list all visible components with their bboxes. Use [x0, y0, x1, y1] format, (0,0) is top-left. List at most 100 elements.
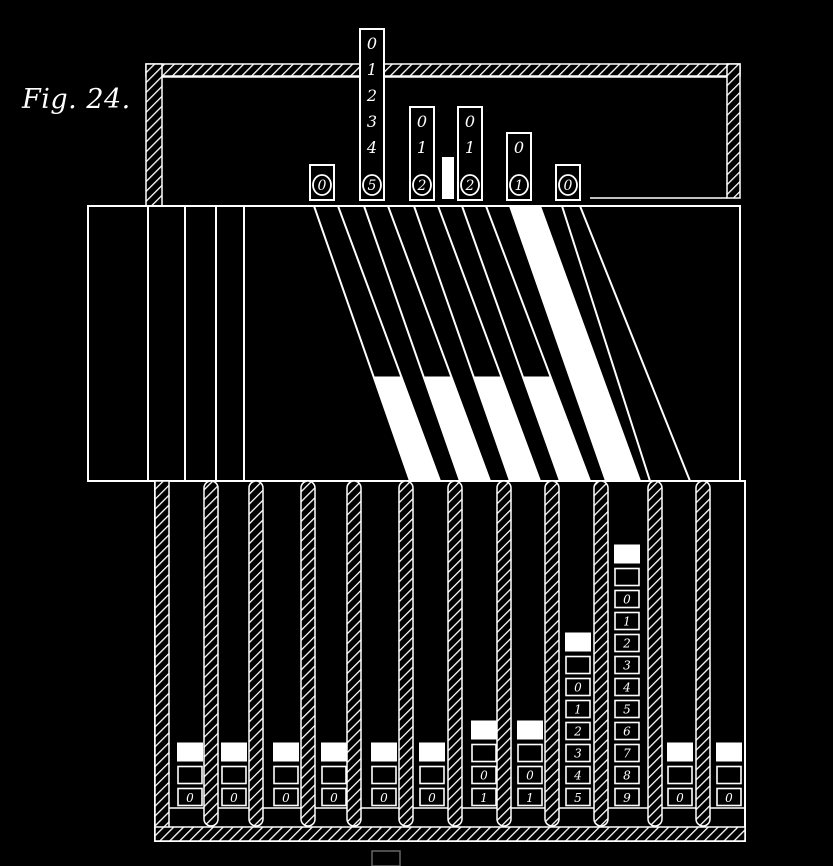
top-housing: [145, 63, 741, 207]
result-digit: 0: [564, 178, 573, 194]
slide-key: [667, 742, 693, 762]
column-digit: 1: [574, 703, 582, 717]
column-digit: 3: [623, 659, 631, 673]
slide-key: [565, 632, 591, 652]
bottom-digit: 0: [186, 791, 194, 805]
empty-box: [321, 765, 347, 785]
empty-box: [177, 765, 203, 785]
digit-box: [565, 699, 591, 719]
empty-box: [667, 765, 693, 785]
column-digit: 0: [526, 769, 534, 783]
column-digit: 7: [623, 747, 631, 761]
slide-key: [273, 742, 299, 762]
digit-box: [614, 787, 640, 807]
empty-box: [517, 743, 543, 763]
bottom-digit: 0: [428, 791, 436, 805]
keyboard-column: 10: [471, 720, 497, 807]
column-digit: 8: [623, 769, 631, 783]
bottom-digit: 0: [725, 791, 733, 805]
result-digit-ring: [362, 174, 382, 196]
digit-box: [565, 721, 591, 741]
slide-key: [517, 720, 543, 740]
column-digit: 1: [623, 615, 631, 629]
bottom-digit: 0: [380, 791, 388, 805]
column-digit: 0: [480, 769, 488, 783]
linkage-fill: [423, 376, 490, 481]
digit-box: [565, 743, 591, 763]
display-digit: 0: [465, 112, 475, 131]
digit-box: [614, 743, 640, 763]
slide-divider: [647, 480, 663, 827]
digit-box: [614, 589, 640, 609]
slide-key: [321, 742, 347, 762]
bottom-digit: 1: [526, 791, 534, 805]
keyboard-column: 0: [221, 742, 247, 807]
slide-key: [177, 742, 203, 762]
bottom-digit: 1: [480, 791, 488, 805]
display-column: 0: [555, 164, 581, 201]
empty-box: [565, 655, 591, 675]
slide-divider: [447, 480, 463, 827]
column-digit: 2: [622, 637, 631, 651]
digit-box: [614, 699, 640, 719]
digit-box: [177, 787, 203, 807]
bottom-digit: 0: [230, 791, 238, 805]
slide-divider: [203, 480, 219, 827]
display-digit: 0: [514, 138, 524, 157]
column-digit: 0: [574, 681, 582, 695]
digit-box: [565, 787, 591, 807]
digit-box: [273, 787, 299, 807]
slide-divider: [398, 480, 414, 827]
slide-divider: [346, 480, 362, 827]
result-digit-ring: [460, 174, 480, 196]
result-digit-ring: [412, 174, 432, 196]
slide-divider: [544, 480, 560, 827]
linkage-fill: [510, 206, 640, 481]
empty-box: [471, 743, 497, 763]
keyboard-column: 0: [716, 742, 742, 807]
column-digit: 2: [573, 725, 582, 739]
digit-box: [614, 633, 640, 653]
digit-box: [565, 677, 591, 697]
column-digit: 4: [573, 769, 582, 783]
result-digit-ring: [312, 174, 332, 196]
display-digit: 1: [465, 138, 475, 157]
slide-divider: [300, 480, 316, 827]
keyboard-column: 0: [177, 742, 203, 807]
bottom-digit: 5: [574, 791, 582, 805]
digit-box: [614, 611, 640, 631]
result-digit: 5: [368, 178, 377, 194]
bottom-tab: [371, 850, 401, 866]
digit-box: [471, 787, 497, 807]
digit-box: [614, 677, 640, 697]
slide-divider: [593, 480, 609, 827]
slide-key: [614, 544, 640, 564]
bottom-digit: 0: [676, 791, 684, 805]
linkage-fill: [522, 376, 590, 481]
result-digit-ring: [558, 174, 578, 196]
display-digit: 1: [367, 60, 377, 79]
empty-box: [273, 765, 299, 785]
figure-caption: Fig. 24.: [22, 84, 131, 115]
slide-key: [419, 742, 445, 762]
bottom-digit: 9: [623, 791, 631, 805]
result-digit: 0: [318, 178, 327, 194]
keyboard-column: 10: [517, 720, 543, 807]
result-digit-ring: [509, 174, 529, 196]
display-digit: 0: [367, 34, 377, 53]
digit-box: [716, 787, 742, 807]
result-digit: 1: [515, 178, 524, 194]
result-digit: 2: [417, 178, 427, 194]
bottom-digit: 0: [330, 791, 338, 805]
slide-key: [471, 720, 497, 740]
slide-key: [221, 742, 247, 762]
display-counter-bar: [457, 106, 483, 201]
display-digit: 0: [417, 112, 427, 131]
column-digit: 0: [623, 593, 631, 607]
digit-box: [321, 787, 347, 807]
digit-box: [667, 787, 693, 807]
